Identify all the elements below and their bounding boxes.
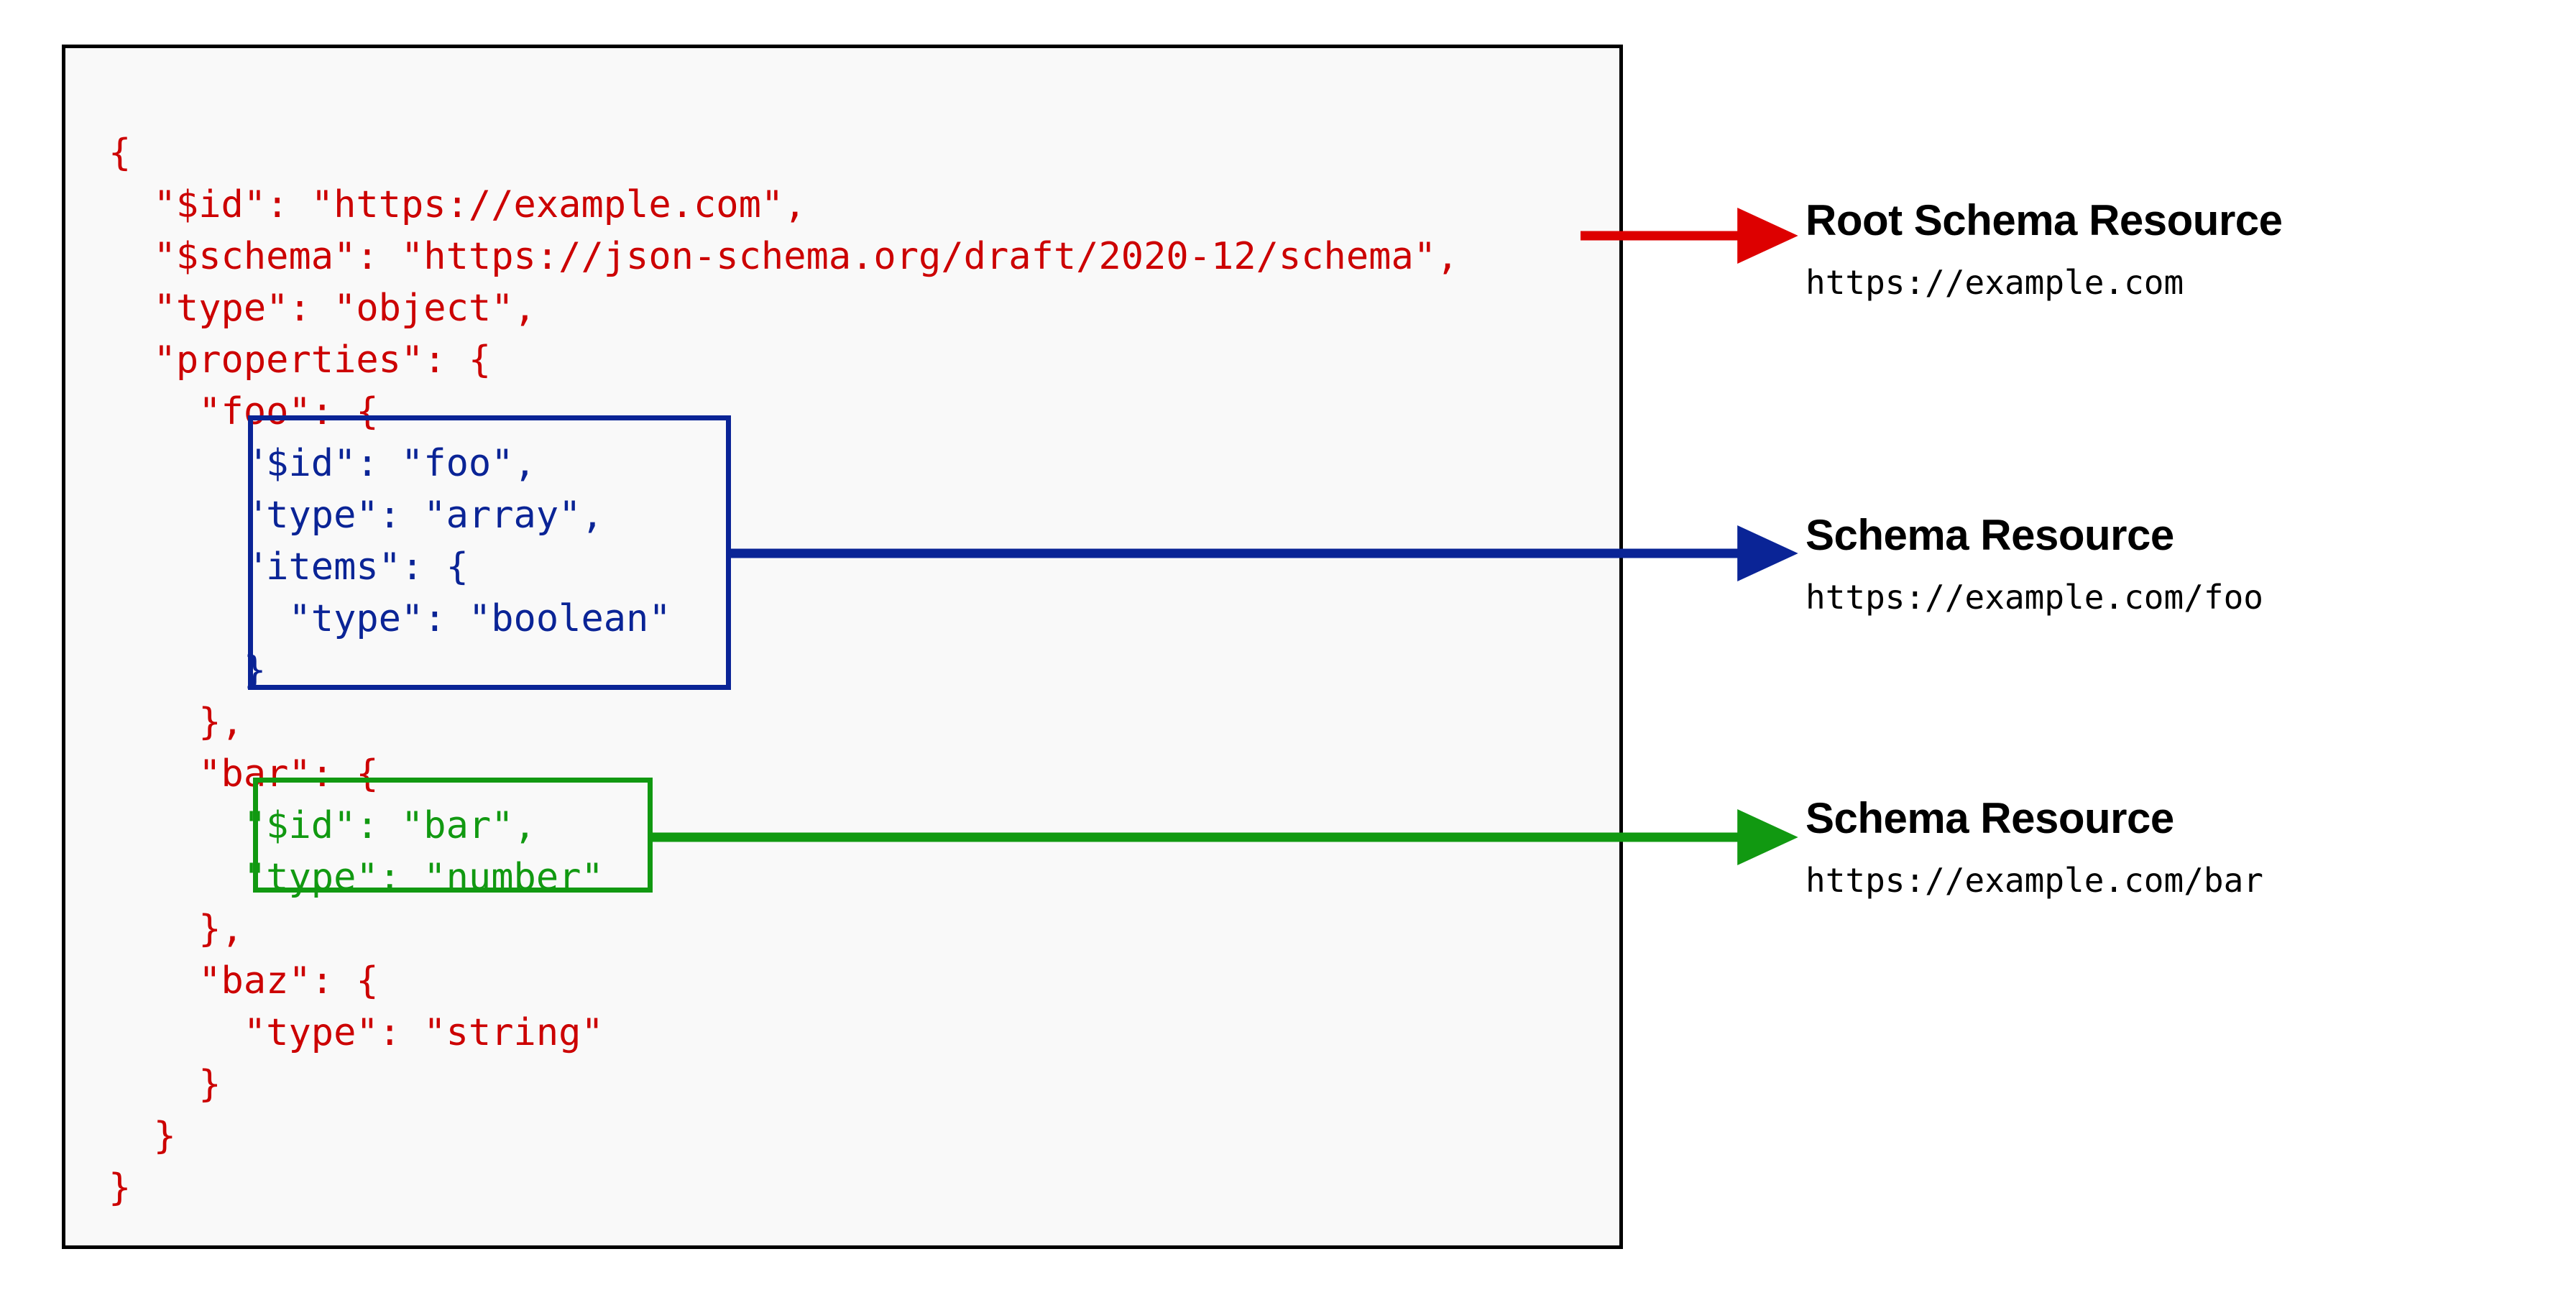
code-line: "foo": { [109, 390, 379, 433]
json-schema-code-panel: { "$id": "https://example.com", "$schema… [62, 45, 1623, 1249]
code-line: "items": { [109, 545, 469, 589]
bar-schema-resource-label: Schema Resource https://example.com/bar [1806, 794, 2263, 900]
bar-schema-title: Schema Resource [1806, 794, 2174, 842]
json-code-block: { "$id": "https://example.com", "$schema… [109, 127, 1458, 1214]
code-line: "type": "boolean" [109, 597, 671, 640]
code-line: } [109, 1115, 176, 1158]
code-line: "$id": "https://example.com", [109, 183, 806, 226]
root-schema-resource-label: Root Schema Resource https://example.com [1806, 196, 2283, 302]
bar-subschema-highlight-box [253, 778, 653, 893]
foo-schema-url: https://example.com/foo [1806, 578, 2263, 617]
code-line: "type": "array", [109, 494, 604, 537]
code-line: } [109, 1063, 221, 1106]
code-line: "$id": "bar", [109, 804, 536, 847]
code-line: "type": "string" [109, 1011, 604, 1054]
foo-schema-title: Schema Resource [1806, 511, 2174, 559]
code-line: } [109, 1166, 132, 1209]
code-line: }, [109, 908, 244, 951]
code-line: "baz": { [109, 959, 379, 1003]
code-line: }, [109, 701, 244, 744]
code-line: "type": "object", [109, 287, 536, 330]
code-line: "$id": "foo", [109, 442, 536, 485]
foo-schema-resource-label: Schema Resource https://example.com/foo [1806, 511, 2263, 617]
code-line: "$schema": "https://json-schema.org/draf… [109, 235, 1459, 278]
code-line: { [109, 132, 132, 175]
foo-subschema-highlight-box [248, 415, 731, 690]
bar-schema-url: https://example.com/bar [1806, 861, 2263, 900]
code-line: "bar": { [109, 752, 379, 796]
root-schema-url: https://example.com [1806, 263, 2184, 302]
code-line: "properties": { [109, 338, 492, 382]
root-schema-title: Root Schema Resource [1806, 196, 2283, 244]
